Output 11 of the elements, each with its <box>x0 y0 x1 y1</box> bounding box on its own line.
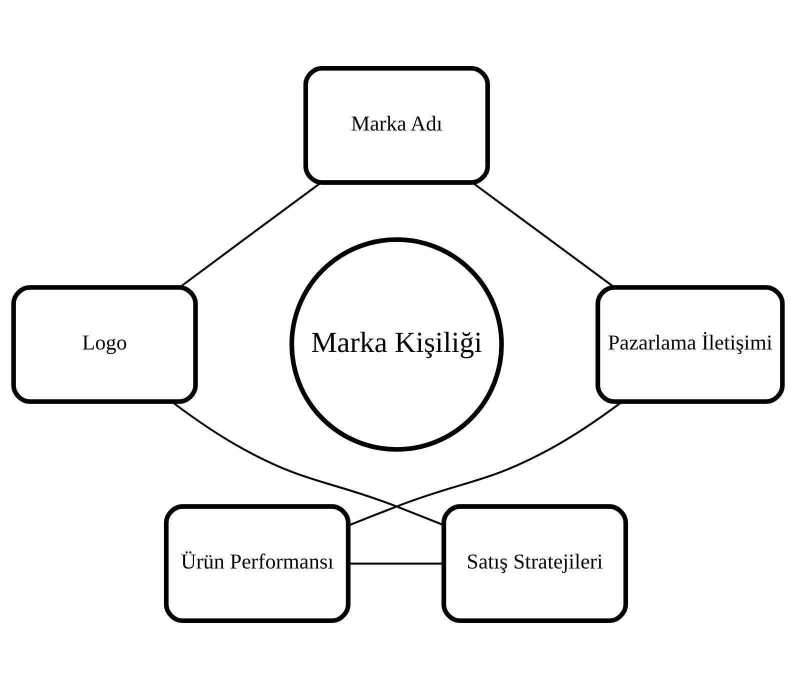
node-box: Satış Stratejileri <box>441 504 628 624</box>
connector <box>348 400 623 526</box>
connector <box>179 182 322 288</box>
connector <box>171 400 444 526</box>
connector <box>472 182 616 288</box>
node-box: Pazarlama İletişimi <box>596 285 785 404</box>
node-circle: Marka Kişiliği <box>289 237 504 452</box>
connector <box>348 562 444 565</box>
node-box: Marka Adı <box>303 66 490 185</box>
node-box: Logo <box>11 285 198 404</box>
node-box: Ürün Performansı <box>164 504 351 624</box>
